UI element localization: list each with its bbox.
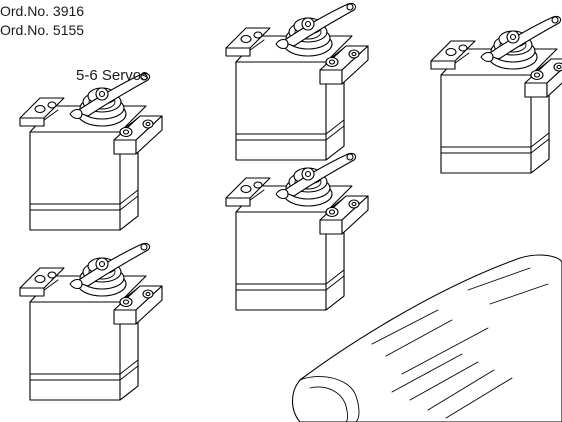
sleeve-illustration [291, 254, 562, 422]
servo-2 [225, 2, 369, 161]
order-number-2: Ord.No. 5155 [0, 22, 85, 38]
servo-1 [19, 72, 163, 231]
servo-4 [225, 152, 369, 311]
servo-caption: 5-6 Servos [76, 67, 149, 84]
servo-3 [430, 15, 562, 174]
order-number-1: Ord.No. 3916 [0, 3, 85, 19]
servo-5 [19, 242, 163, 401]
